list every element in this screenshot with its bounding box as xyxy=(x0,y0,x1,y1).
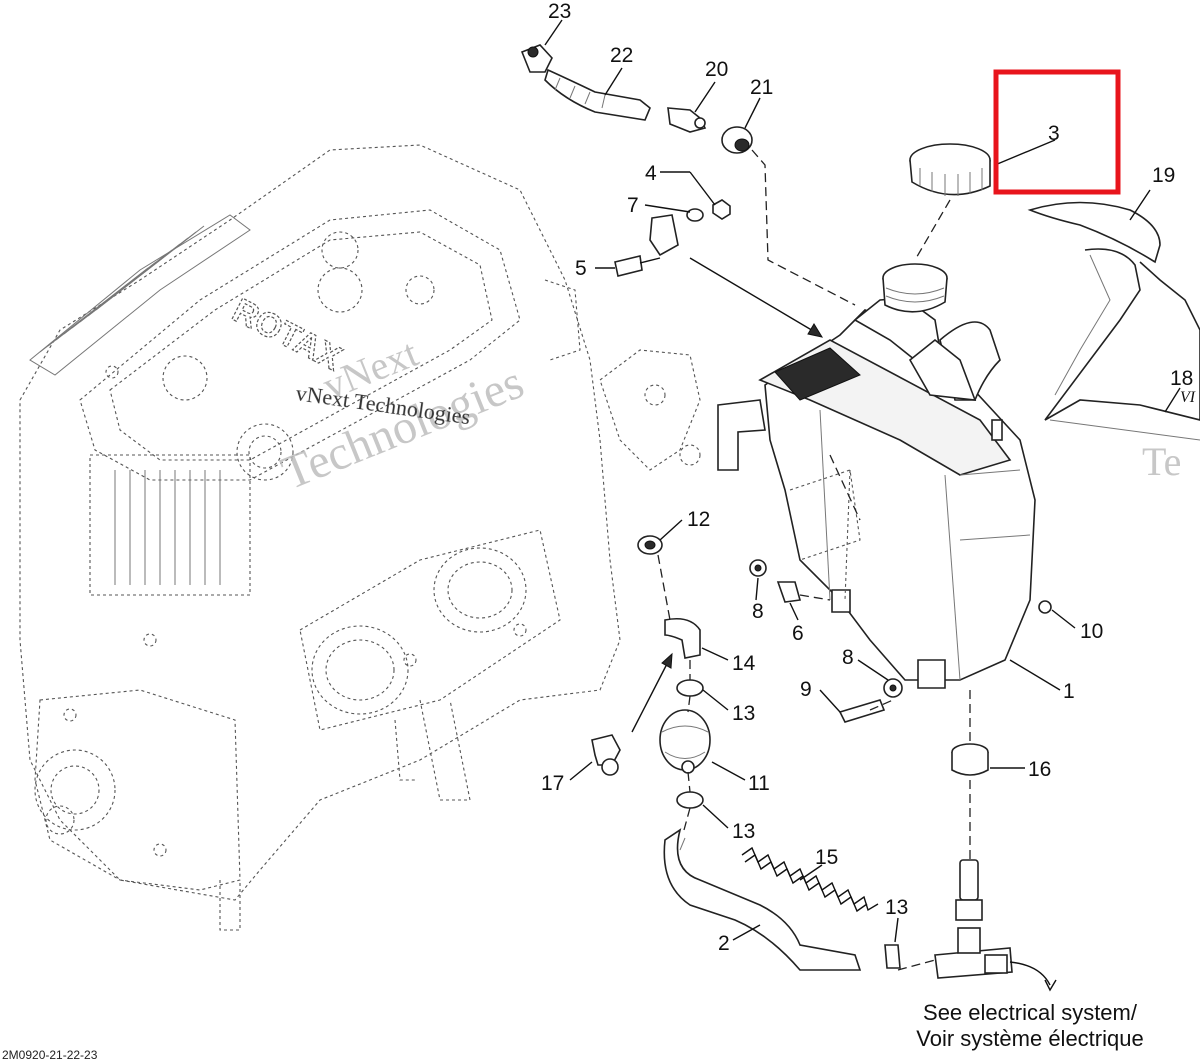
callout-19: 19 xyxy=(1152,164,1175,187)
engine-assembly: ROTAX xyxy=(19,144,701,931)
assembly-paths xyxy=(657,149,971,971)
drain-hose xyxy=(663,828,879,971)
head-fins xyxy=(89,454,251,596)
callout-10: 10 xyxy=(1080,620,1103,643)
note-line-1: See electrical system/ xyxy=(923,1000,1137,1025)
callout-17: 17 xyxy=(541,772,564,795)
callout-18: 18 xyxy=(1170,367,1193,390)
reservoir-cap xyxy=(909,143,991,196)
callout-15: 15 xyxy=(815,846,838,869)
callout-labels: 1 2 3 4 5 6 7 8 8 9 10 11 12 13 13 13 14… xyxy=(541,0,1196,955)
callout-21: 21 xyxy=(750,76,773,99)
callout-4: 4 xyxy=(645,162,657,185)
callout-22: 22 xyxy=(610,44,633,67)
callout-7: 7 xyxy=(627,194,639,217)
callout-13a: 13 xyxy=(732,702,755,725)
callout-1: 1 xyxy=(1063,680,1075,703)
callout-9: 9 xyxy=(800,678,812,701)
hardware xyxy=(591,199,1052,969)
drawing-code: 2M0920-21-22-23 xyxy=(2,1048,98,1062)
callout-14: 14 xyxy=(732,652,756,675)
intake-grille xyxy=(29,214,251,376)
leader-lines xyxy=(544,19,1181,943)
callout-16: 16 xyxy=(1028,758,1051,781)
vent-line-assembly xyxy=(520,44,753,154)
electrical-system-note: See electrical system/ Voir système élec… xyxy=(880,1000,1180,1052)
callout-11: 11 xyxy=(748,772,770,795)
callout-5: 5 xyxy=(575,257,587,280)
note-line-2: Voir système électrique xyxy=(916,1026,1144,1051)
callout-6: 6 xyxy=(792,622,804,645)
intake-ports xyxy=(299,529,561,731)
pointer-arrows xyxy=(631,257,824,733)
callout-8a: 8 xyxy=(752,600,764,623)
callout-20: 20 xyxy=(705,58,728,81)
spring xyxy=(741,846,879,913)
oil-reservoir-tank xyxy=(717,263,1036,689)
callout-12: 12 xyxy=(687,508,710,531)
highlight-box-part-3 xyxy=(993,69,1121,195)
callout-2: 2 xyxy=(718,932,730,955)
callout-23: 23 xyxy=(548,0,571,23)
level-sensor xyxy=(934,859,1057,992)
callout-13b: 13 xyxy=(732,820,755,843)
callout-3: 3 xyxy=(1048,122,1060,145)
callout-13c: 13 xyxy=(885,896,908,919)
heat-shield xyxy=(1027,201,1200,441)
callout-18-suffix: VI xyxy=(1180,389,1196,406)
callout-8b: 8 xyxy=(842,646,854,669)
watermark-edge: Te xyxy=(1142,439,1181,484)
